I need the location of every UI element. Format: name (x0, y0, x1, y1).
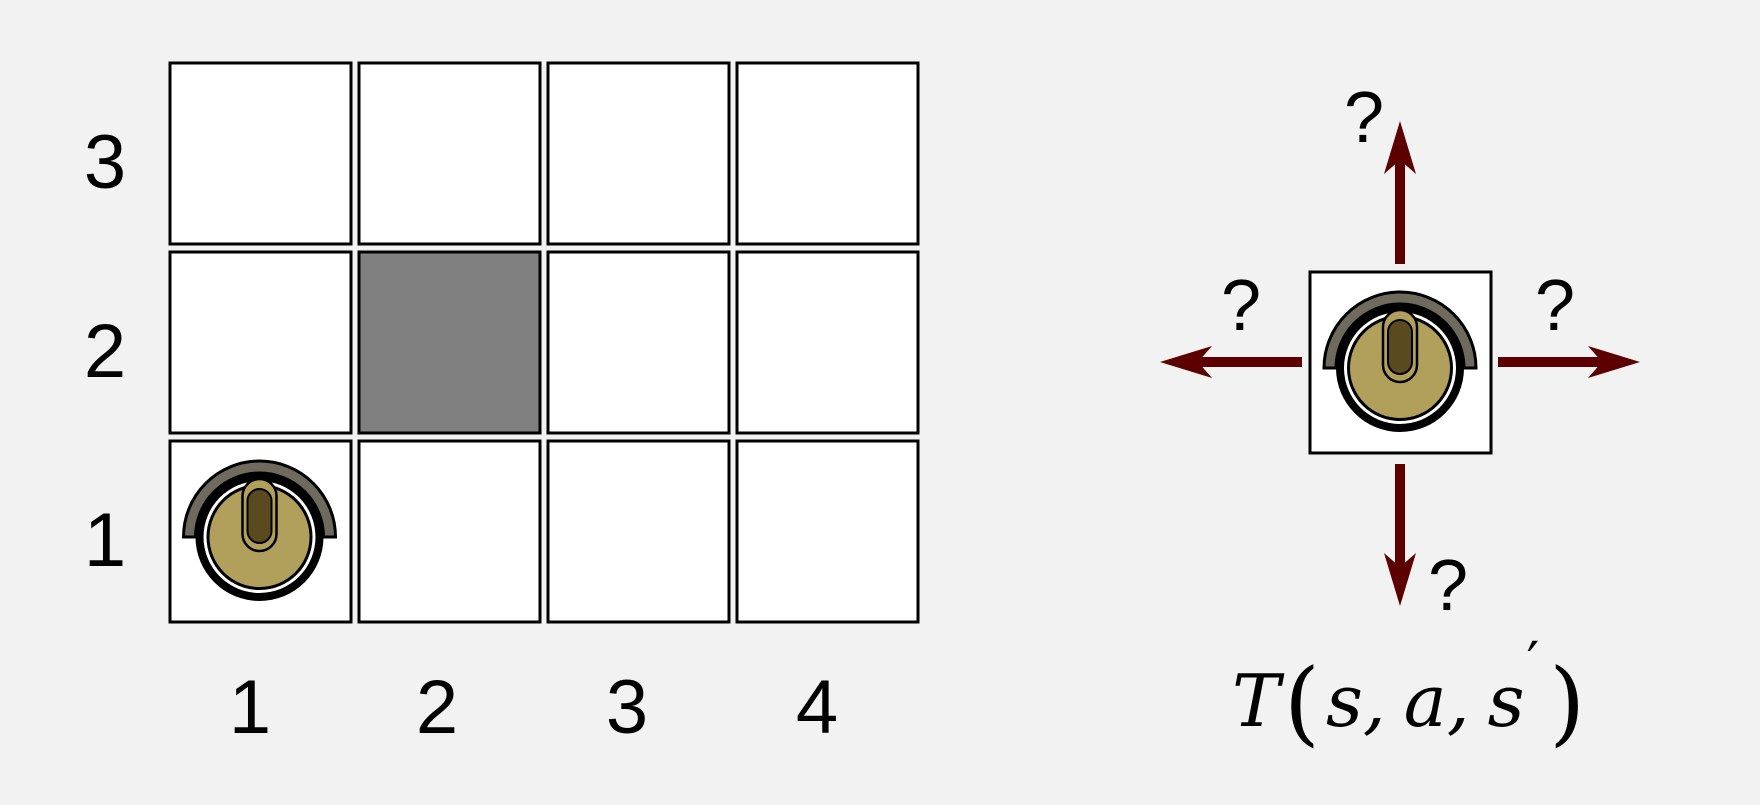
formula-prime: ′ (1527, 631, 1540, 696)
formula-comma-1: , (1363, 659, 1386, 743)
grid-cell-2-1 (357, 439, 542, 624)
formula-arg-s2: s (1488, 659, 1525, 743)
grid-cell-4-2 (735, 250, 920, 435)
wall-cell-2-2 (357, 250, 542, 435)
y-label-2: 2 (84, 309, 126, 394)
y-label-1: 1 (84, 498, 126, 583)
formula-open-paren: ( (1284, 649, 1320, 756)
grid-cell-2-3 (357, 61, 542, 246)
arrow-up (1384, 121, 1416, 264)
arrow-left (1160, 346, 1302, 378)
question-down: ? (1428, 546, 1468, 626)
formula-arg-a: a (1404, 659, 1447, 743)
arrow-down (1384, 464, 1416, 606)
question-right: ? (1535, 266, 1575, 346)
grid-cell-3-2 (546, 250, 731, 435)
grid-cell-3-3 (546, 61, 731, 246)
x-label-3: 3 (606, 665, 648, 750)
y-label-3: 3 (84, 120, 126, 205)
grid-cell-4-3 (735, 61, 920, 246)
formula-func: T (1232, 659, 1285, 743)
arrow-right (1498, 346, 1640, 378)
formula-arg-s: s (1326, 659, 1363, 743)
question-up: ? (1344, 78, 1384, 158)
grid-cell-3-1 (546, 439, 731, 624)
transition-formula: T(s,a,s′) (1232, 631, 1585, 756)
grid (168, 61, 920, 624)
grid-cell-1-3 (168, 61, 353, 246)
formula-comma-2: , (1447, 659, 1470, 743)
x-label-1: 1 (229, 665, 271, 750)
grid-cell-1-2 (168, 250, 353, 435)
question-left: ? (1221, 266, 1261, 346)
grid-cell-4-1 (735, 439, 920, 624)
x-label-2: 2 (416, 665, 458, 750)
x-label-4: 4 (796, 665, 838, 750)
formula-close-paren: ) (1549, 649, 1585, 756)
